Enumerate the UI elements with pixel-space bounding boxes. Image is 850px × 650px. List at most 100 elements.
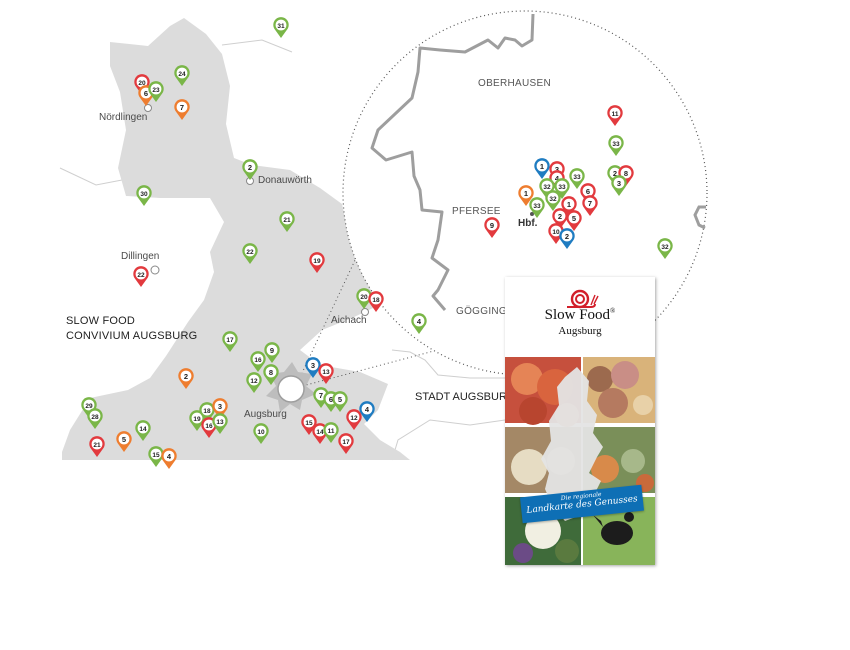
marker-number: 5 xyxy=(122,435,126,444)
marker-number: 18 xyxy=(372,297,380,304)
map-marker-blue-4[interactable]: 4 xyxy=(359,401,375,422)
zoom-marker-green-3[interactable]: 3 xyxy=(611,175,627,196)
map-marker-green-22[interactable]: 22 xyxy=(242,243,258,264)
map-marker-green-10[interactable]: 10 xyxy=(253,423,269,444)
marker-number: 4 xyxy=(365,405,370,414)
marker-badge xyxy=(541,180,553,192)
marker-number: 33 xyxy=(573,174,581,181)
map-marker-blue-3[interactable]: 3 xyxy=(305,357,321,378)
marker-number: 20 xyxy=(360,294,368,301)
map-marker-green-9[interactable]: 9 xyxy=(264,342,280,363)
marker-number: 11 xyxy=(612,111,619,118)
map-marker-green-16[interactable]: 16 xyxy=(250,351,266,372)
map-marker-red-20[interactable]: 20 xyxy=(134,74,150,95)
food-photos xyxy=(505,357,655,565)
place-dots xyxy=(144,104,534,316)
zoom-marker-red-11[interactable]: 11 xyxy=(607,105,623,126)
marker-badge xyxy=(137,422,149,434)
map-marker-green-28[interactable]: 28 xyxy=(87,408,103,429)
map-marker-orange-7[interactable]: 7 xyxy=(174,99,190,120)
label-noerdlingen: Nördlingen xyxy=(99,112,148,123)
marker-number: 15 xyxy=(152,452,160,459)
marker-number: 19 xyxy=(193,416,201,423)
map-marker-red-18[interactable]: 18 xyxy=(368,291,384,312)
zoom-marker-red-8[interactable]: 8 xyxy=(618,165,634,186)
marker-number: 20 xyxy=(138,80,146,87)
map-marker-red-21[interactable]: 21 xyxy=(89,436,105,457)
marker-number: 2 xyxy=(565,232,569,241)
marker-number: 6 xyxy=(144,89,148,98)
marker-number: 28 xyxy=(91,414,99,421)
zoom-marker-green-33[interactable]: 33 xyxy=(608,135,624,156)
marker-badge xyxy=(150,448,162,460)
map-marker-green-24[interactable]: 24 xyxy=(174,65,190,86)
marker-badge xyxy=(176,101,188,113)
convivium-line-1: SLOW FOOD xyxy=(66,315,136,327)
zoom-marker-green-33[interactable]: 33 xyxy=(529,197,545,218)
map-marker-red-17[interactable]: 17 xyxy=(338,433,354,454)
marker-number: 24 xyxy=(178,71,186,78)
map-marker-green-31[interactable]: 31 xyxy=(273,17,289,38)
map-marker-green-20[interactable]: 20 xyxy=(356,288,372,309)
map-marker-orange-2[interactable]: 2 xyxy=(178,368,194,389)
map-marker-green-13[interactable]: 13 xyxy=(212,413,228,434)
marker-number: 12 xyxy=(250,378,258,385)
map-marker-red-22[interactable]: 22 xyxy=(133,266,149,287)
map-marker-green-15[interactable]: 15 xyxy=(148,446,164,467)
map-marker-green-30[interactable]: 30 xyxy=(136,185,152,206)
marker-badge xyxy=(91,438,103,450)
marker-number: 1 xyxy=(540,162,544,171)
map-marker-green-29[interactable]: 29 xyxy=(81,397,97,418)
marker-number: 11 xyxy=(328,428,335,435)
map-marker-red-15[interactable]: 15 xyxy=(301,414,317,435)
marker-number: 9 xyxy=(270,346,274,355)
map-marker-red-13[interactable]: 13 xyxy=(318,363,334,384)
zoom-marker-blue-2[interactable]: 2 xyxy=(559,228,575,249)
map-marker-orange-3[interactable]: 3 xyxy=(212,398,228,419)
map-marker-green-21[interactable]: 21 xyxy=(279,211,295,232)
map-marker-orange-4[interactable]: 4 xyxy=(161,448,177,469)
zoom-marker-red-6[interactable]: 6 xyxy=(580,183,596,204)
zoom-marker-green-32[interactable]: 32 xyxy=(657,238,673,259)
zoom-marker-green-33[interactable]: 33 xyxy=(554,178,570,199)
marker-badge xyxy=(265,366,277,378)
zoom-marker-red-2[interactable]: 2 xyxy=(552,208,568,229)
zoom-marker-orange-1[interactable]: 1 xyxy=(518,185,534,206)
zoom-marker-green-33[interactable]: 33 xyxy=(569,168,585,189)
map-marker-red-19[interactable]: 19 xyxy=(309,252,325,273)
marker-badge xyxy=(163,450,175,462)
marker-number: 32 xyxy=(661,244,669,251)
map-marker-green-5[interactable]: 5 xyxy=(332,391,348,412)
map-marker-green-14[interactable]: 14 xyxy=(135,420,151,441)
label-donauwoerth: Donauwörth xyxy=(258,175,312,186)
zoom-marker-red-1[interactable]: 1 xyxy=(561,196,577,217)
marker-number: 5 xyxy=(338,395,342,404)
map-marker-green-12[interactable]: 12 xyxy=(246,372,262,393)
marker-number: 32 xyxy=(549,196,557,203)
map-marker-green-18[interactable]: 18 xyxy=(199,402,215,423)
marker-number: 10 xyxy=(552,229,560,236)
zoom-marker-red-7[interactable]: 7 xyxy=(582,195,598,216)
marker-badge xyxy=(275,19,287,31)
marker-badge xyxy=(536,160,548,172)
marker-badge xyxy=(89,410,101,422)
zoom-marker-green-32[interactable]: 32 xyxy=(545,190,561,211)
marker-badge xyxy=(244,161,256,173)
marker-badge xyxy=(531,199,543,211)
zoom-marker-green-32[interactable]: 32 xyxy=(539,178,555,199)
map-marker-green-23[interactable]: 23 xyxy=(148,81,164,102)
zoom-marker-red-5[interactable]: 5 xyxy=(566,210,582,231)
map-marker-green-2[interactable]: 2 xyxy=(242,159,258,180)
map-marker-green-11[interactable]: 11 xyxy=(323,422,339,443)
map-marker-green-17[interactable]: 17 xyxy=(222,331,238,352)
marker-badge xyxy=(118,433,130,445)
map-marker-green-19[interactable]: 19 xyxy=(189,410,205,431)
map-marker-green-4[interactable]: 4 xyxy=(411,313,427,334)
zoom-marker-blue-1[interactable]: 1 xyxy=(534,158,550,179)
zoom-marker-red-10[interactable]: 10 xyxy=(548,223,564,244)
map-marker-orange-5[interactable]: 5 xyxy=(116,431,132,452)
zoom-marker-red-9[interactable]: 9 xyxy=(484,217,500,238)
marker-number: 23 xyxy=(152,87,160,94)
map-marker-red-12[interactable]: 12 xyxy=(346,409,362,430)
map-marker-green-8[interactable]: 8 xyxy=(263,364,279,385)
